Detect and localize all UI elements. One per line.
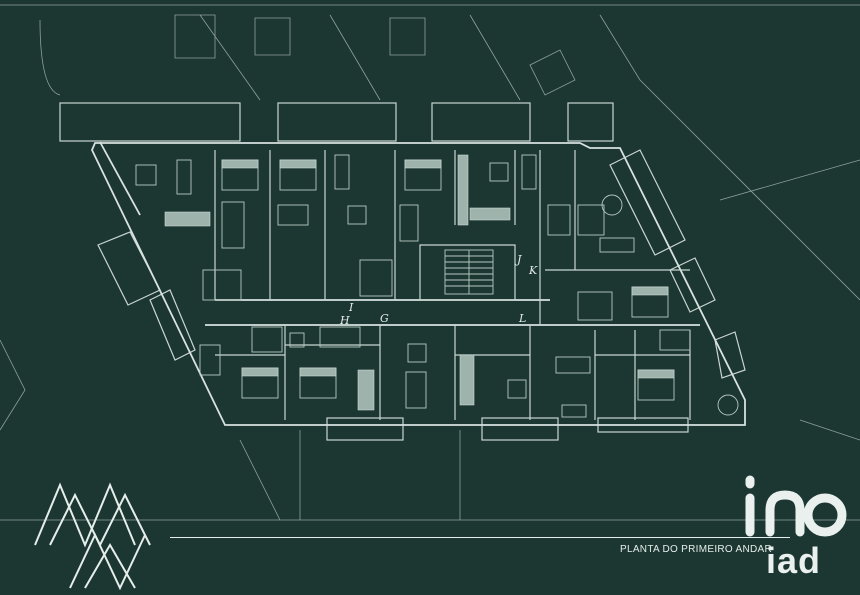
unit-label-h: H xyxy=(340,314,350,327)
beds xyxy=(221,159,675,401)
interior-walls xyxy=(214,150,691,420)
architect-monogram-logo xyxy=(34,482,151,590)
furniture xyxy=(135,154,739,418)
staircase xyxy=(444,249,494,295)
balconies xyxy=(59,102,746,441)
unit-label-k: K xyxy=(529,264,538,277)
caption-rule xyxy=(170,537,790,538)
brand-name: iad xyxy=(766,540,822,581)
unit-label-i: I xyxy=(349,301,354,314)
unit-label-l: L xyxy=(519,312,527,325)
bathrooms xyxy=(202,201,691,353)
unit-label-j: J xyxy=(517,253,522,266)
building-outline xyxy=(91,141,746,426)
site-lines xyxy=(0,4,860,521)
plan-caption: PLANTA DO PRIMEIRO ANDAR xyxy=(620,544,773,555)
brand-logo-icon xyxy=(745,475,847,537)
unit-label-g: G xyxy=(380,312,389,325)
